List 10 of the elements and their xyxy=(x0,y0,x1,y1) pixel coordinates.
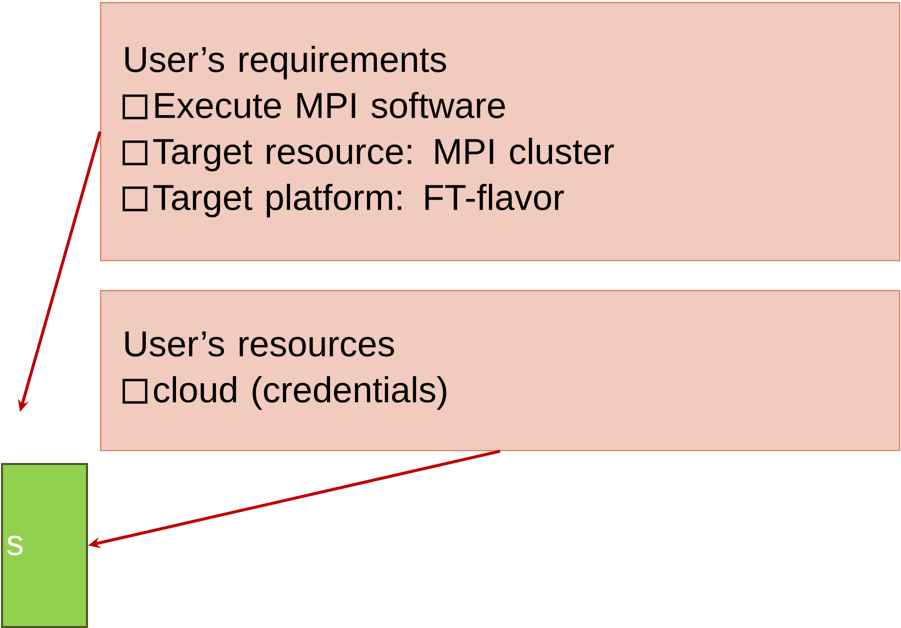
process-box xyxy=(1,462,88,628)
box-heading: User’s resources xyxy=(125,331,394,357)
list-item: Target resource: MPI cluster xyxy=(153,138,614,172)
note-box xyxy=(100,2,900,262)
list-item: Execute MPI software xyxy=(155,92,505,118)
box-heading: User’s requirements xyxy=(125,46,446,80)
list-item: Target platform: FT-flavor xyxy=(153,184,564,218)
list-item: cloud (credentials) xyxy=(154,376,446,410)
note-box xyxy=(100,290,900,452)
box-heading: s xyxy=(7,536,23,556)
